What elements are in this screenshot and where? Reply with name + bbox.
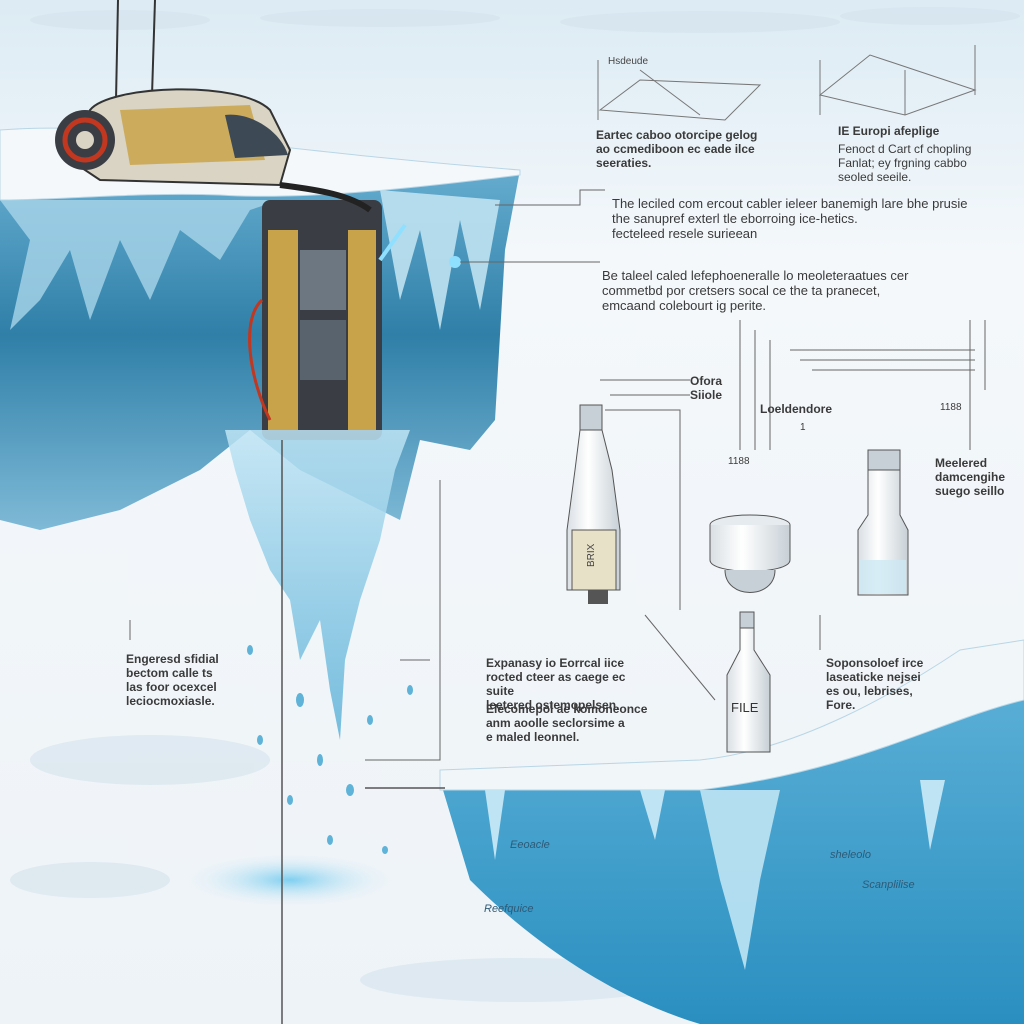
plate-1-caption: Eartec caboo otorcipe gelog ao ccmediboo…	[596, 128, 758, 170]
sample-bottle	[726, 611, 771, 753]
vial-b-label: Loeldendore	[760, 402, 833, 416]
drill-probe	[248, 200, 461, 440]
vial-1-label: BRIX	[586, 543, 597, 567]
rover	[55, 0, 372, 213]
melt-drips	[180, 430, 413, 1024]
sample-note: Elecomepol ae komoneonce anm aoolle secl…	[486, 702, 648, 744]
vial-c-label: Meelered damcengihe suego seillo	[935, 456, 1006, 498]
sample-vial-2	[857, 449, 909, 596]
bottle-tag: FILE	[731, 700, 759, 715]
measure-3: 1	[800, 422, 806, 433]
vial-a-label: Ofora Siiole	[690, 374, 723, 402]
measure-2: 1188	[940, 402, 962, 413]
plate-2-title: IE Europi afeplige	[838, 124, 940, 138]
sample-vial-1	[566, 404, 621, 604]
ice-expansion-note: Expanasy io Eorrcal iice rocted cteer as…	[486, 656, 626, 712]
sample-dish	[709, 514, 791, 593]
leader-lines	[129, 189, 986, 761]
plate-label-1: Hsdeude	[608, 56, 648, 67]
subsurface-ocean	[365, 639, 1024, 1024]
water-label-2: Reefquice	[484, 903, 534, 915]
cable-note: Engeresd sfidial bectom calle ts las foo…	[126, 652, 219, 708]
schematic-plates	[597, 45, 977, 121]
plate-2-caption: Fenoct d Cart cf chopling Fanlat; ey frg…	[838, 142, 972, 184]
measure-1: 1188	[728, 456, 750, 467]
water-label-1: Eeoacle	[510, 839, 550, 851]
subsurface-note: Soponsoloef irce laseaticke nejsei es ou…	[826, 656, 924, 712]
water-label-4: Scanplilise	[862, 879, 915, 891]
probe-callout: Be taleel caled lefephoeneralle lo meole…	[602, 268, 909, 313]
cable-callout: The leciled com ercout cabler ieleer ban…	[612, 196, 968, 241]
water-label-3: sheleolo	[830, 849, 871, 861]
